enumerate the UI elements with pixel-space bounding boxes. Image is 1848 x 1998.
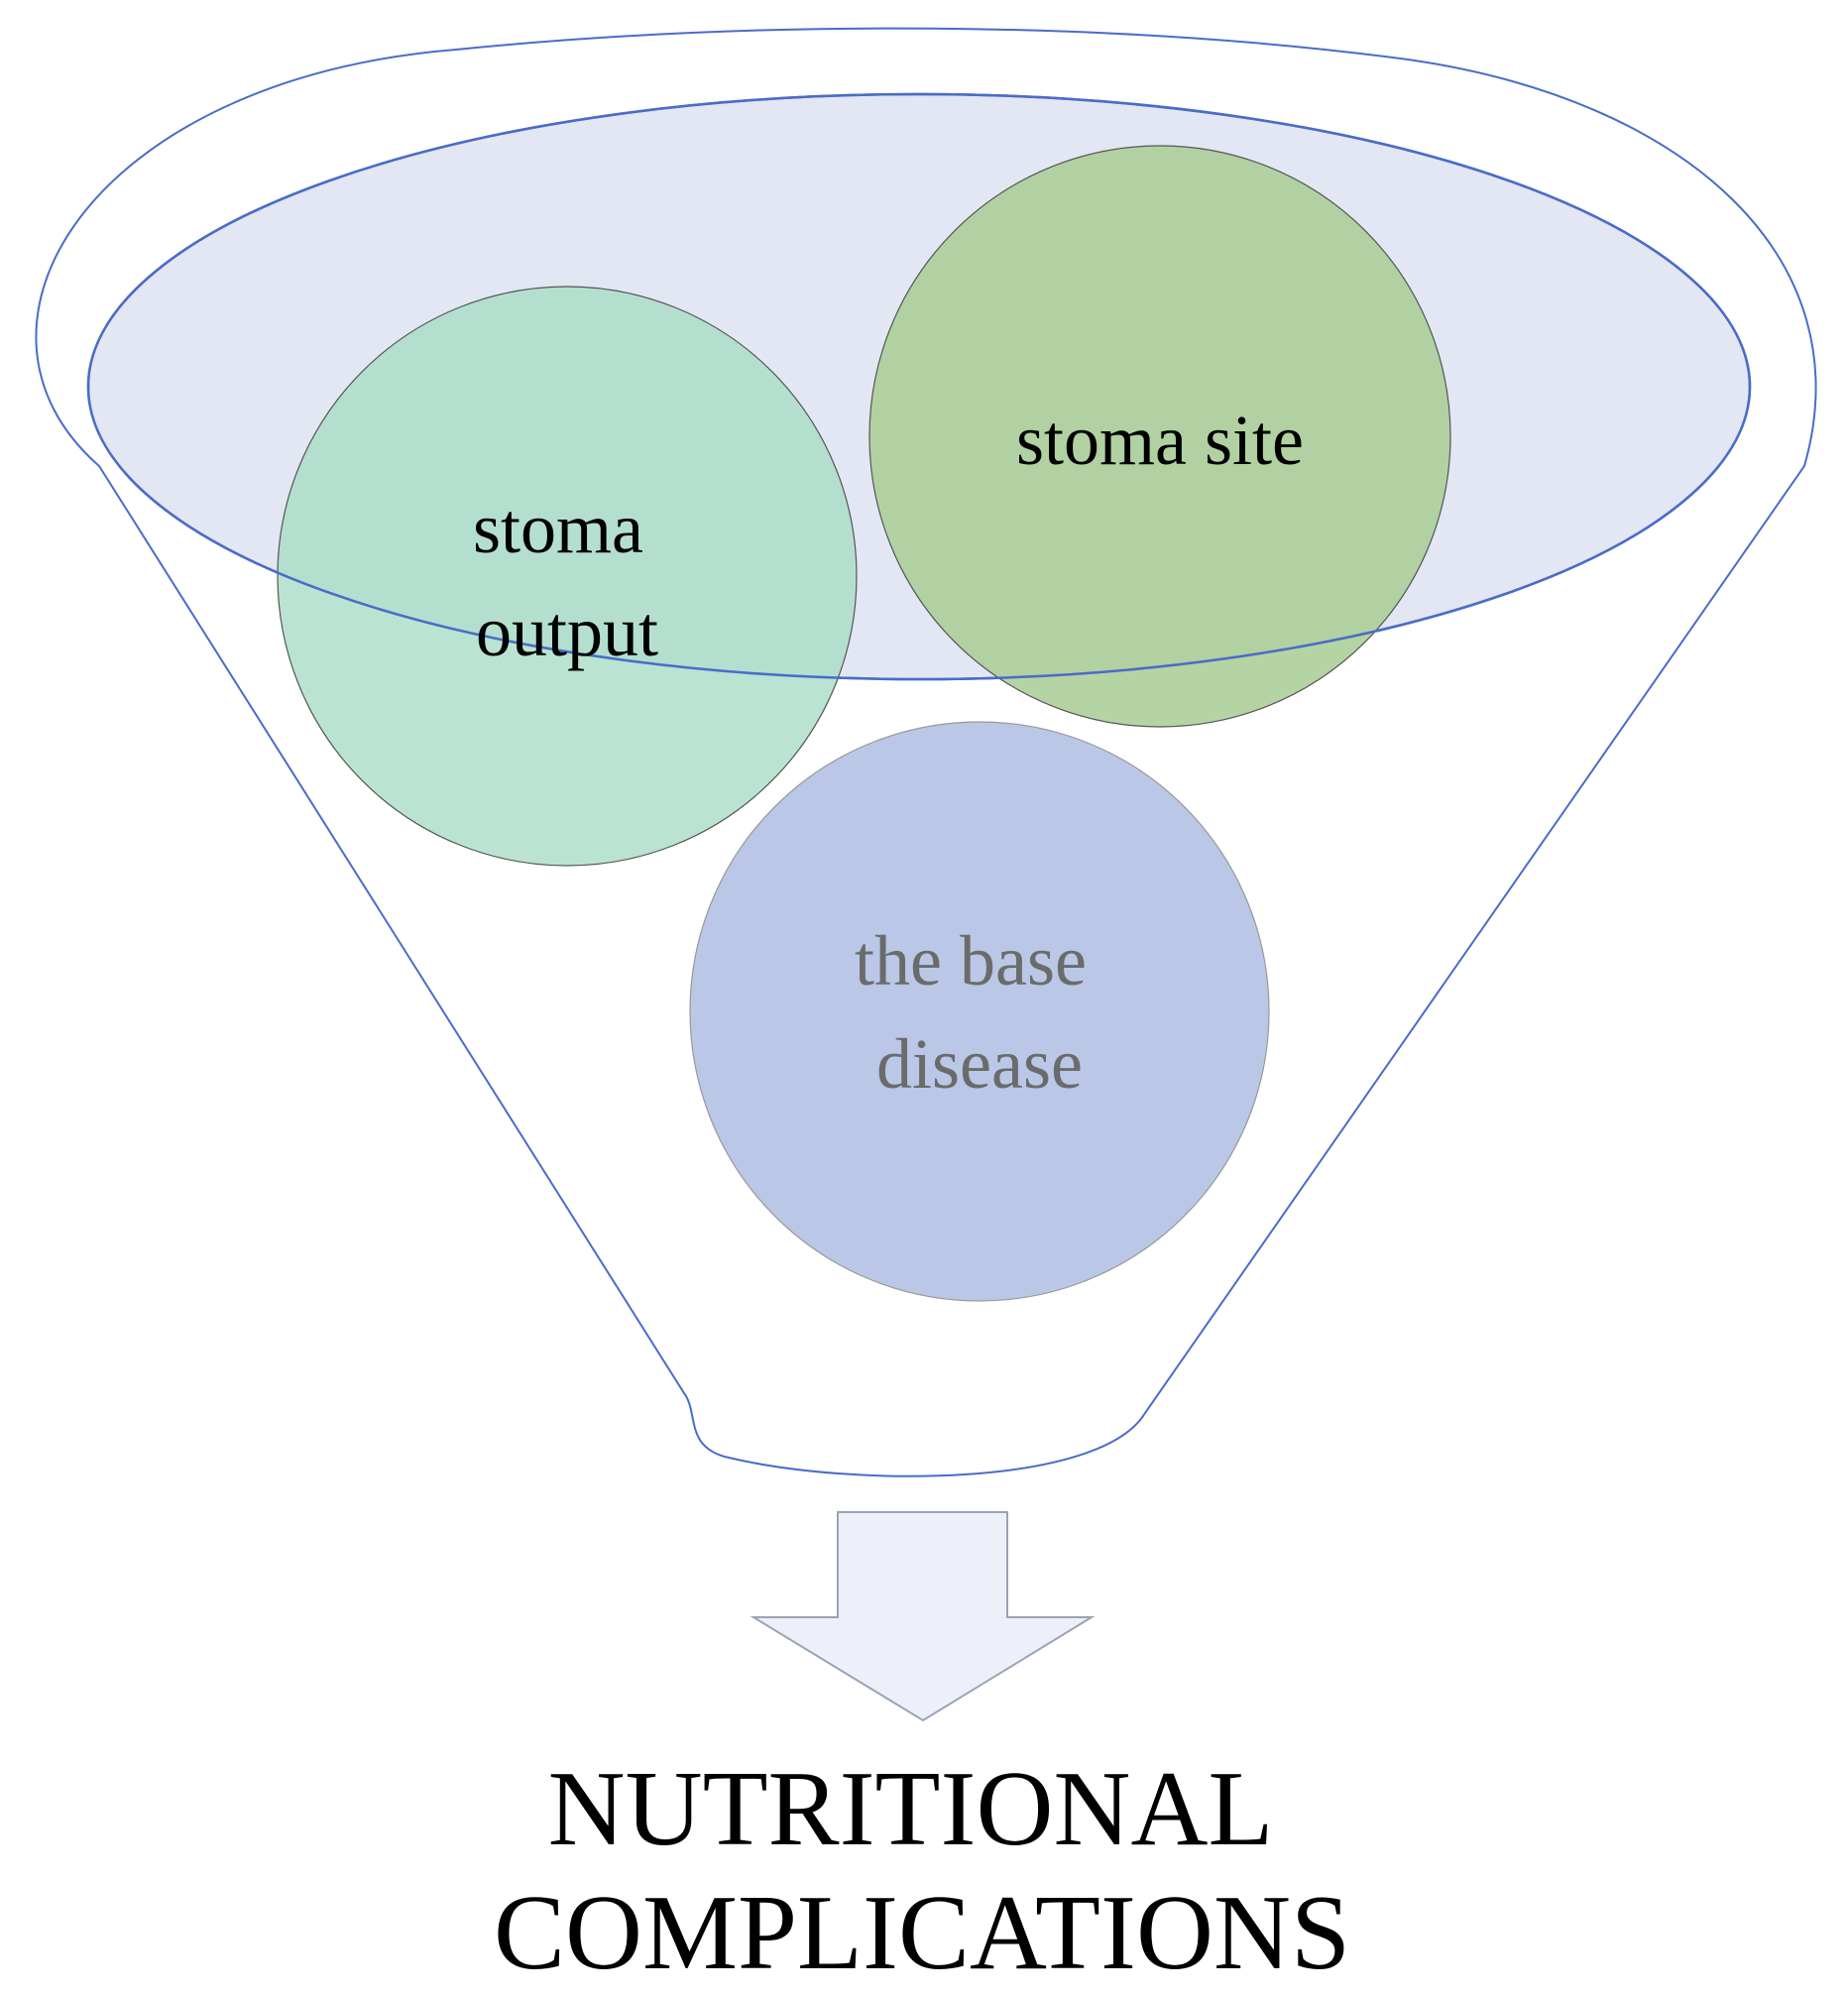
- base-disease-label: the base disease: [855, 921, 1104, 1104]
- stoma-output-label-line-2: output: [476, 592, 658, 671]
- outcome-label: NUTRITIONAL COMPLICATIONS: [494, 1750, 1350, 1992]
- stoma-site-circle: [868, 145, 1451, 728]
- outcome-label-line-2: COMPLICATIONS: [494, 1874, 1350, 1992]
- stoma-site-label: stoma site: [1016, 401, 1304, 480]
- outcome-label-line-1: NUTRITIONAL: [548, 1750, 1270, 1868]
- stoma-output-label-line-1: stoma: [473, 489, 643, 568]
- base-disease-label-line-1: the base: [855, 921, 1087, 1000]
- stoma-output-label: stoma output: [473, 489, 661, 671]
- base-disease-circle: [689, 721, 1270, 1302]
- funnel-mouth-rim: [86, 92, 1752, 681]
- down-arrow: [750, 1511, 1096, 1722]
- base-disease-label-line-2: disease: [876, 1024, 1083, 1104]
- stoma-output-circle: [277, 286, 858, 867]
